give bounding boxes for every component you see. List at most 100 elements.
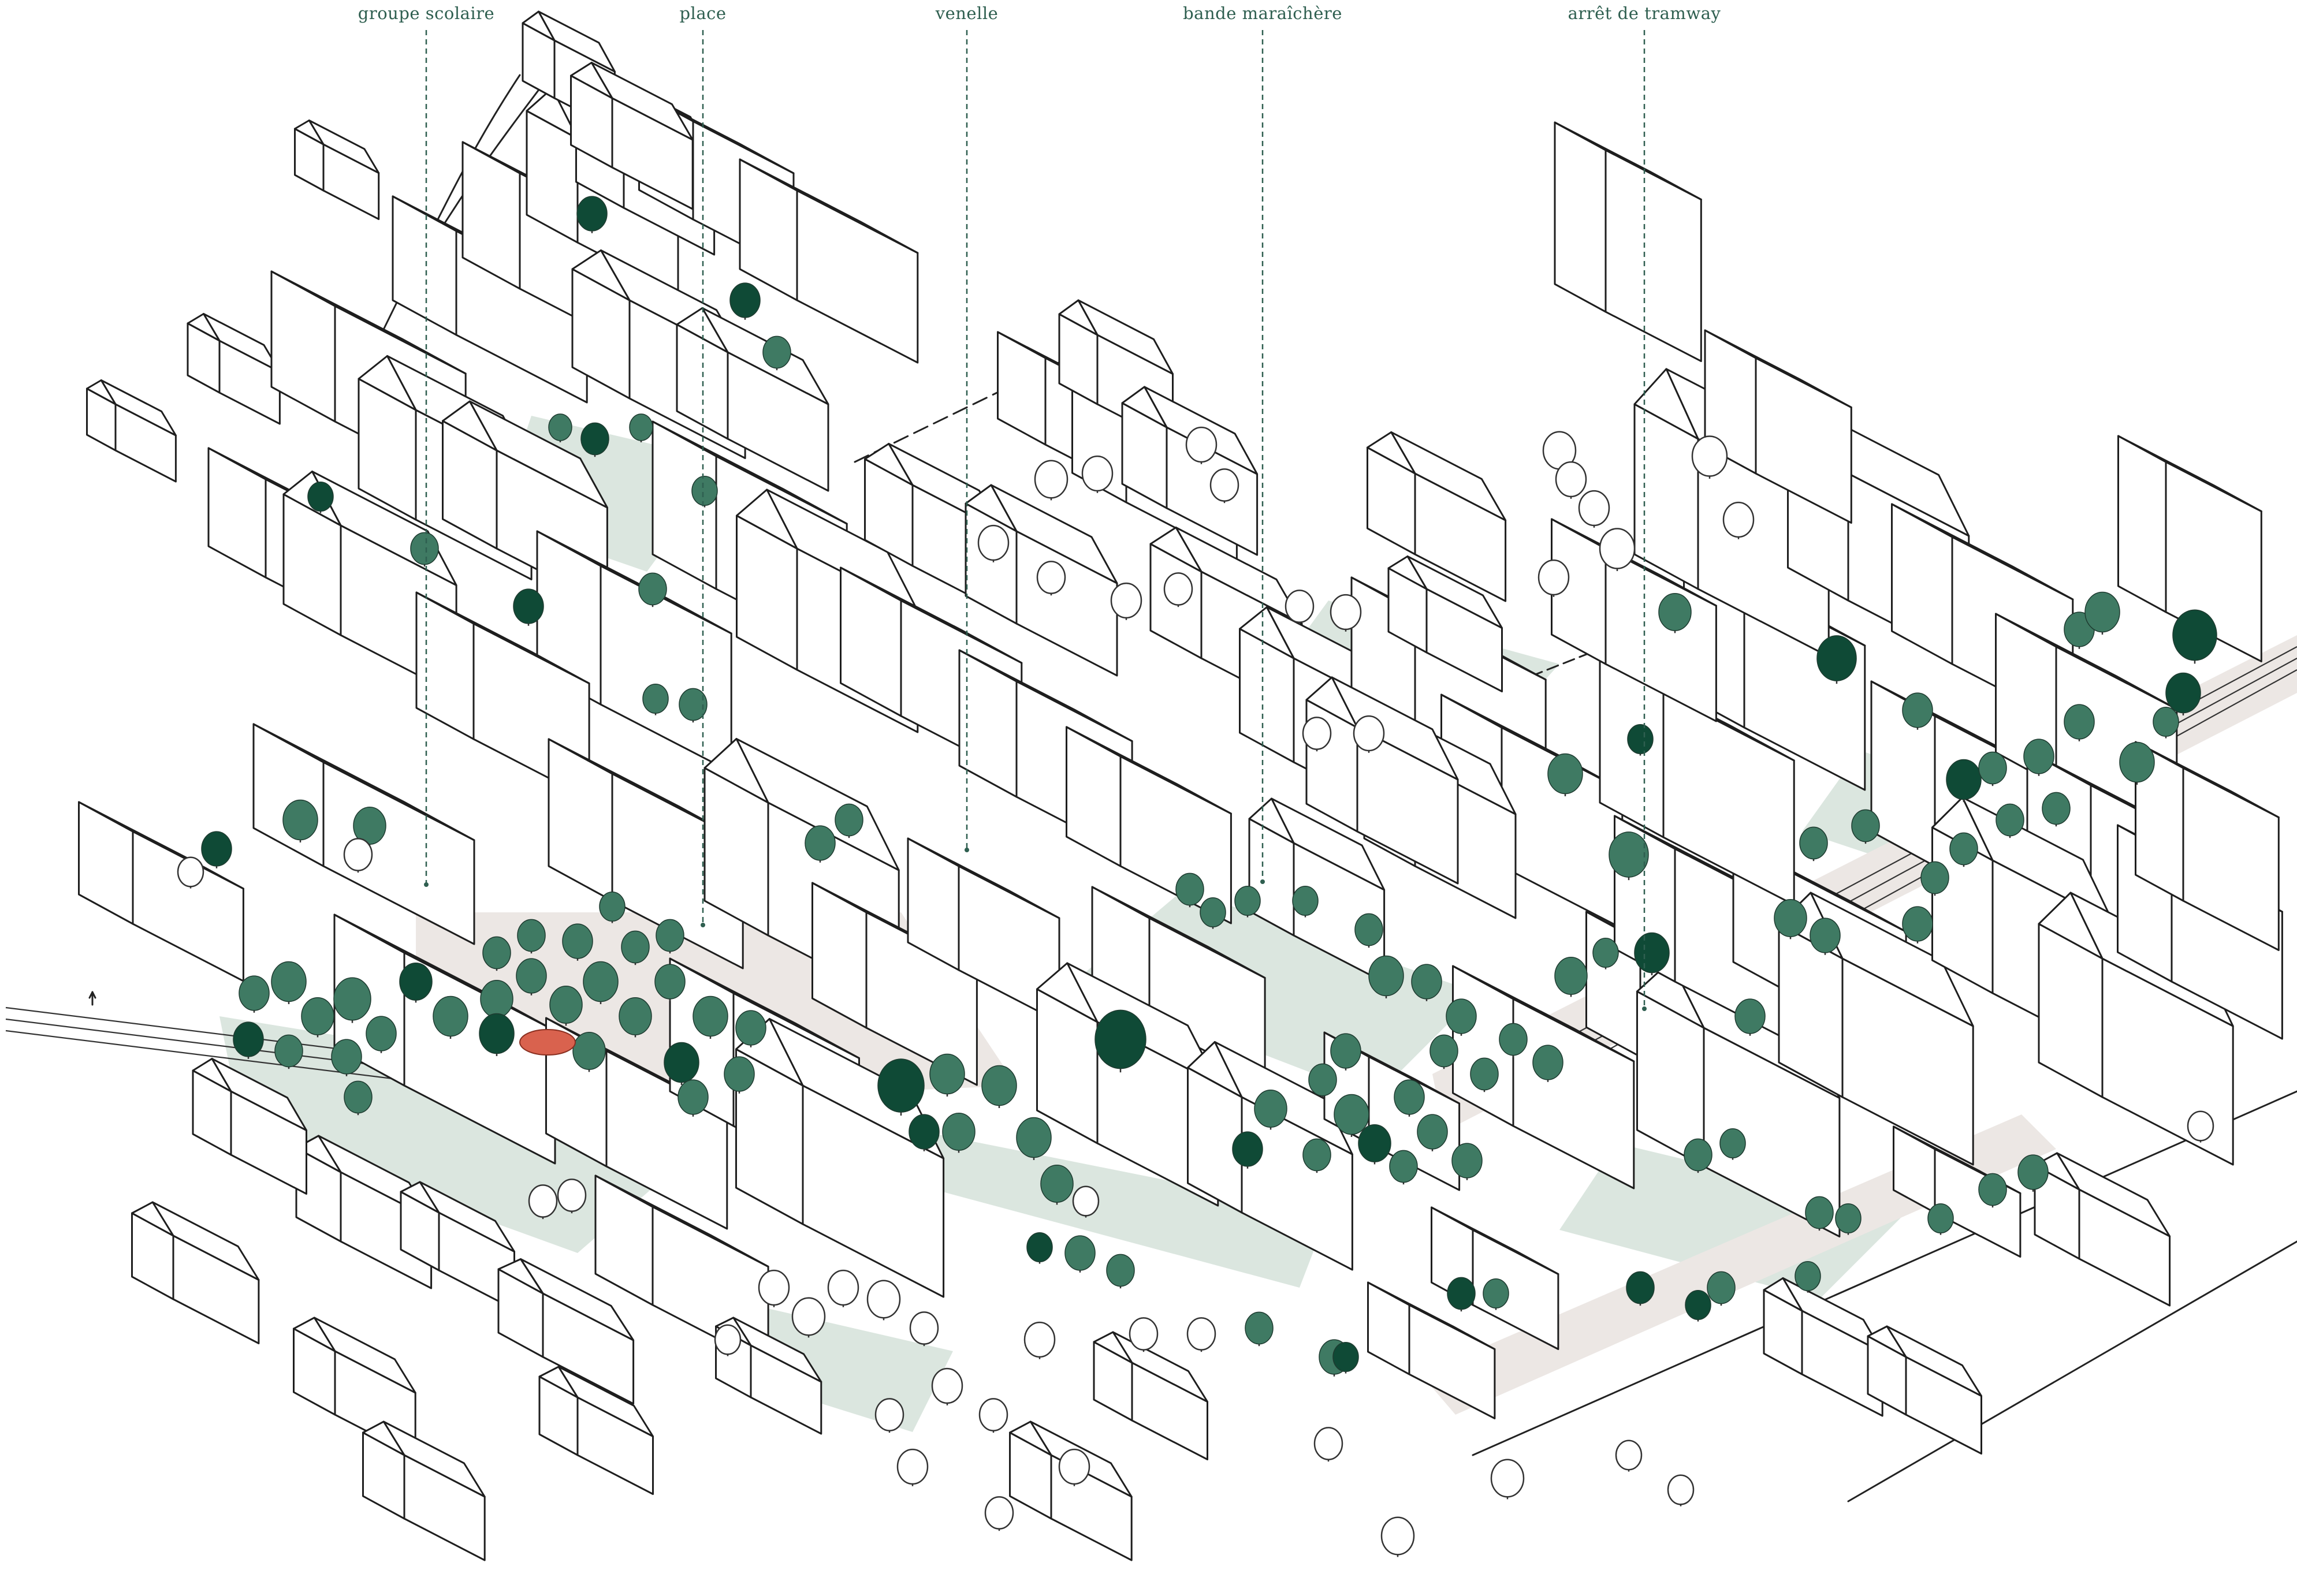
- tree-icon: [1542, 431, 1577, 472]
- tree-icon: [1292, 885, 1319, 918]
- tree-icon: [1058, 1448, 1090, 1486]
- tree-icon: [274, 1034, 303, 1069]
- building-icon: [736, 489, 919, 733]
- tree-icon: [1394, 1079, 1425, 1117]
- tree-icon: [1599, 528, 1636, 571]
- tree-icon: [1368, 955, 1404, 998]
- tree-icon: [333, 977, 371, 1023]
- building-icon: [1305, 676, 1459, 885]
- tree-icon: [1411, 964, 1442, 1001]
- tree-icon: [399, 963, 433, 1003]
- tree-icon: [2042, 792, 2071, 827]
- tree-icon: [1447, 1277, 1476, 1312]
- building-icon: [1187, 1041, 1353, 1271]
- tree-icon: [929, 1053, 965, 1097]
- tree-icon: [2187, 1110, 2214, 1143]
- tree-icon: [1313, 1427, 1343, 1462]
- tree-icon: [931, 1367, 963, 1405]
- tree-icon: [638, 572, 667, 607]
- tree-icon: [1026, 1232, 1053, 1264]
- tree-icon: [978, 1398, 1008, 1433]
- building-icon: [548, 738, 744, 969]
- tree-icon: [2172, 609, 2217, 664]
- road-southeast: [1847, 1240, 2297, 1502]
- tree-icon: [233, 1021, 264, 1059]
- tree-icon: [1532, 1045, 1563, 1082]
- tree-icon: [1451, 1143, 1483, 1180]
- tree-icon: [282, 799, 318, 842]
- tree-icon: [331, 1039, 362, 1076]
- tree-icon: [479, 1013, 515, 1056]
- tree-icon: [942, 1113, 976, 1153]
- tree-icon: [599, 891, 626, 923]
- building-icon: [739, 158, 919, 364]
- building-icon: [187, 313, 281, 425]
- tree-icon: [2165, 672, 2201, 715]
- tree-icon: [1927, 1203, 1954, 1235]
- tree-icon: [2119, 741, 2155, 785]
- tree-icon: [909, 1114, 940, 1151]
- tree-icon: [271, 961, 307, 1004]
- tree-icon: [2084, 591, 2120, 635]
- tree-icon: [1016, 1117, 1052, 1160]
- tree-icon: [1949, 832, 1978, 867]
- tree-icon: [1592, 937, 1619, 969]
- tree-icon: [762, 335, 791, 371]
- tree-icon: [2017, 1154, 2049, 1192]
- leader-lines: [424, 30, 1647, 1011]
- tree-icon: [2023, 739, 2054, 776]
- tree-icon: [517, 919, 546, 954]
- building-icon: [294, 120, 380, 220]
- tree-icon: [1835, 1203, 1862, 1235]
- tree-icon: [1200, 897, 1226, 929]
- tree-icon: [1234, 885, 1261, 918]
- tree-icon: [1902, 906, 1933, 944]
- building-icon: [86, 379, 177, 483]
- leader-dot-groupe-scolaire: [424, 882, 429, 887]
- tree-icon: [1330, 594, 1362, 632]
- tree-icon: [1129, 1317, 1159, 1352]
- tree-icon: [1330, 1033, 1361, 1071]
- label-bande-maraichere: bande maraîchère: [1183, 3, 1342, 23]
- tree-icon: [1537, 559, 1570, 597]
- tree-icon: [619, 997, 652, 1038]
- green-square-south: [728, 1299, 953, 1432]
- tree-icon: [1851, 809, 1880, 844]
- tree-icon: [629, 413, 653, 442]
- tree-icon: [1684, 1138, 1712, 1173]
- tree-icon: [714, 1324, 742, 1356]
- tree-icon: [691, 475, 718, 508]
- tree-icon: [1186, 1317, 1216, 1352]
- tree-icon: [1685, 1289, 1711, 1322]
- building-icon: [400, 1181, 515, 1310]
- tree-icon: [1902, 692, 1933, 730]
- tree-icon: [239, 975, 270, 1013]
- tree-icon: [1110, 582, 1142, 620]
- tree-icon: [677, 1079, 709, 1117]
- tree-icon: [1470, 1057, 1499, 1092]
- tree-icon: [353, 807, 386, 847]
- tree-icon: [583, 961, 619, 1004]
- tree-icon: [548, 413, 572, 442]
- building-icon: [1066, 726, 1232, 924]
- building-icon: [1431, 1206, 1559, 1350]
- tree-icon: [1106, 1254, 1135, 1289]
- tree-icon: [896, 1448, 929, 1486]
- tree-icon: [656, 919, 684, 954]
- tree-icon: [1081, 455, 1114, 493]
- leader-dot-venelle: [965, 848, 969, 852]
- tree-icon: [1627, 724, 1654, 756]
- tree-icon: [1547, 753, 1583, 796]
- building-icon: [536, 530, 732, 773]
- tree-icon: [1609, 831, 1649, 881]
- building-icon: [703, 738, 900, 1004]
- building-icon: [497, 1258, 635, 1405]
- tree-icon: [1499, 1023, 1528, 1058]
- building-icon: [1867, 1325, 1982, 1455]
- tree-icon: [724, 1056, 755, 1094]
- tree-icon: [1734, 998, 1766, 1036]
- tree-icon: [729, 282, 761, 320]
- tree-icon: [1978, 1173, 2007, 1208]
- tree-icon: [679, 688, 708, 723]
